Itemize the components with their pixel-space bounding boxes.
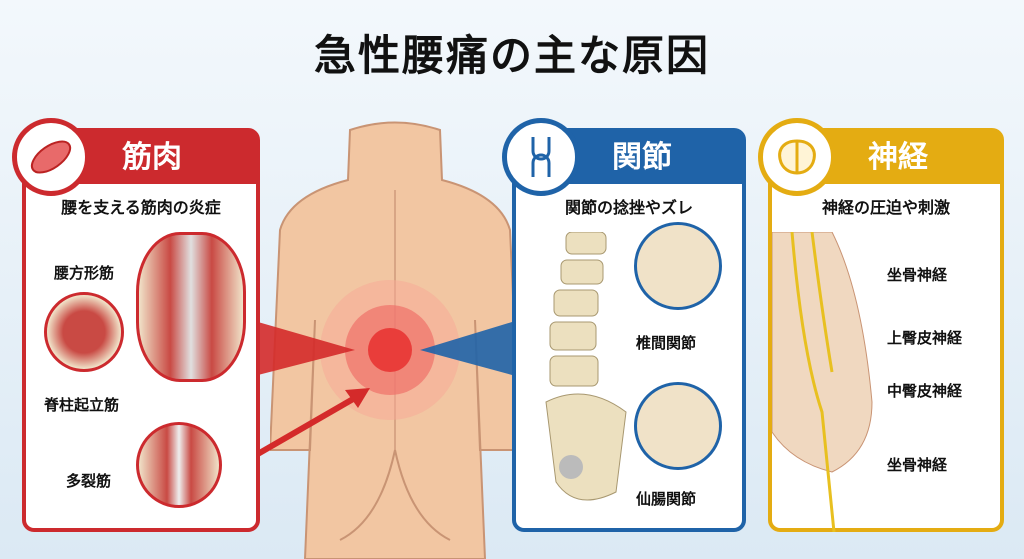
nerve-panel: 神経 神経の圧迫や刺激 坐骨神経 上臀皮神経 中臀皮神経 坐骨神経 xyxy=(758,118,1004,532)
label-middle-cluneal-nerve: 中臀皮神経 xyxy=(887,382,963,400)
nerve-illustration xyxy=(772,232,873,532)
joint-icon xyxy=(502,118,580,196)
label-erector-spinae: 脊柱起立筋 xyxy=(44,396,120,414)
back-illustration xyxy=(270,121,520,559)
spine-illustration xyxy=(545,232,627,501)
quadratus-illustration xyxy=(44,292,124,372)
pain-center xyxy=(368,328,412,372)
label-multifidus: 多裂筋 xyxy=(66,472,112,490)
label-superior-cluneal-nerve: 上臀皮神経 xyxy=(887,329,963,347)
page-title: 急性腰痛の主な原因 xyxy=(313,31,710,80)
label-sciatic-nerve-lower: 坐骨神経 xyxy=(887,456,948,474)
muscle-icon xyxy=(12,118,90,196)
nerve-subtitle: 神経の圧迫や刺激 xyxy=(821,198,950,217)
label-facet-joint: 椎間関節 xyxy=(636,334,697,352)
muscle-panel: 筋肉 腰を支える筋肉の炎症 腰方形筋 脊柱起立筋 多裂筋 xyxy=(12,118,260,532)
lumbar-muscle-illustration xyxy=(136,232,246,382)
sacroiliac-illustration xyxy=(634,382,722,470)
multifidus-illustration xyxy=(136,422,222,508)
label-quadratus: 腰方形筋 xyxy=(54,264,115,282)
brain-icon xyxy=(758,118,836,196)
muscle-subtitle: 腰を支える筋肉の炎症 xyxy=(61,198,221,217)
joint-panel: 関節 関節の捻挫やズレ 椎間関節 仙腸関節 xyxy=(502,118,746,532)
joint-subtitle: 関節の捻挫やズレ xyxy=(564,198,693,217)
facet-joint-illustration xyxy=(634,222,722,310)
label-sacroiliac-joint: 仙腸関節 xyxy=(636,490,697,508)
label-sciatic-nerve-upper: 坐骨神経 xyxy=(887,266,948,284)
